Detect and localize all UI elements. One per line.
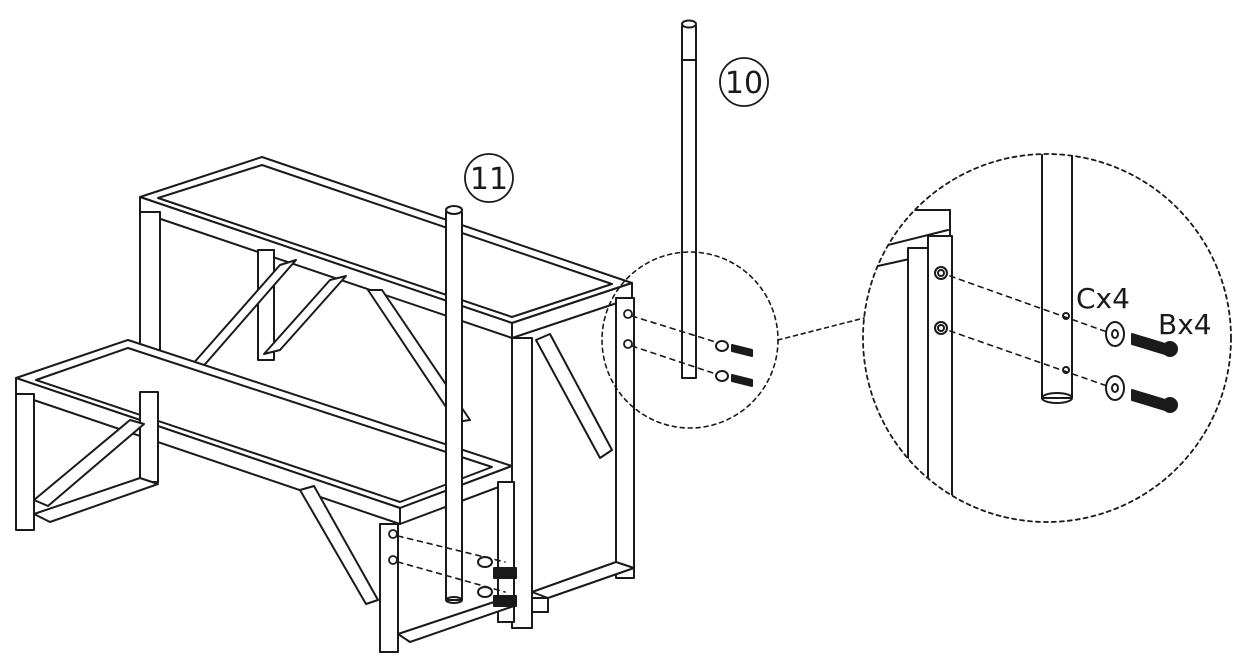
washer-c-label: Cx4	[1076, 282, 1130, 315]
frame-holes	[388, 309, 633, 565]
callout-11	[464, 153, 514, 203]
upper-frame-legs	[139, 211, 635, 629]
callout-11-label: 11	[470, 162, 508, 197]
pole-10	[681, 19, 697, 379]
callout-10	[719, 57, 769, 107]
hardware-10	[715, 340, 753, 387]
detail-circle-zoom	[862, 153, 1232, 523]
upper-bottom-rail	[531, 561, 635, 613]
zoom-connector	[777, 317, 865, 341]
pole-11	[445, 205, 463, 604]
assembly-lines-10	[631, 315, 723, 377]
upper-braces	[183, 259, 613, 459]
callout-10-label: 10	[725, 66, 763, 101]
zoom-detail-content	[863, 154, 1178, 522]
bolt-b-label: Bx4	[1158, 308, 1212, 341]
hardware-11	[477, 556, 517, 607]
lower-braces	[33, 419, 515, 643]
